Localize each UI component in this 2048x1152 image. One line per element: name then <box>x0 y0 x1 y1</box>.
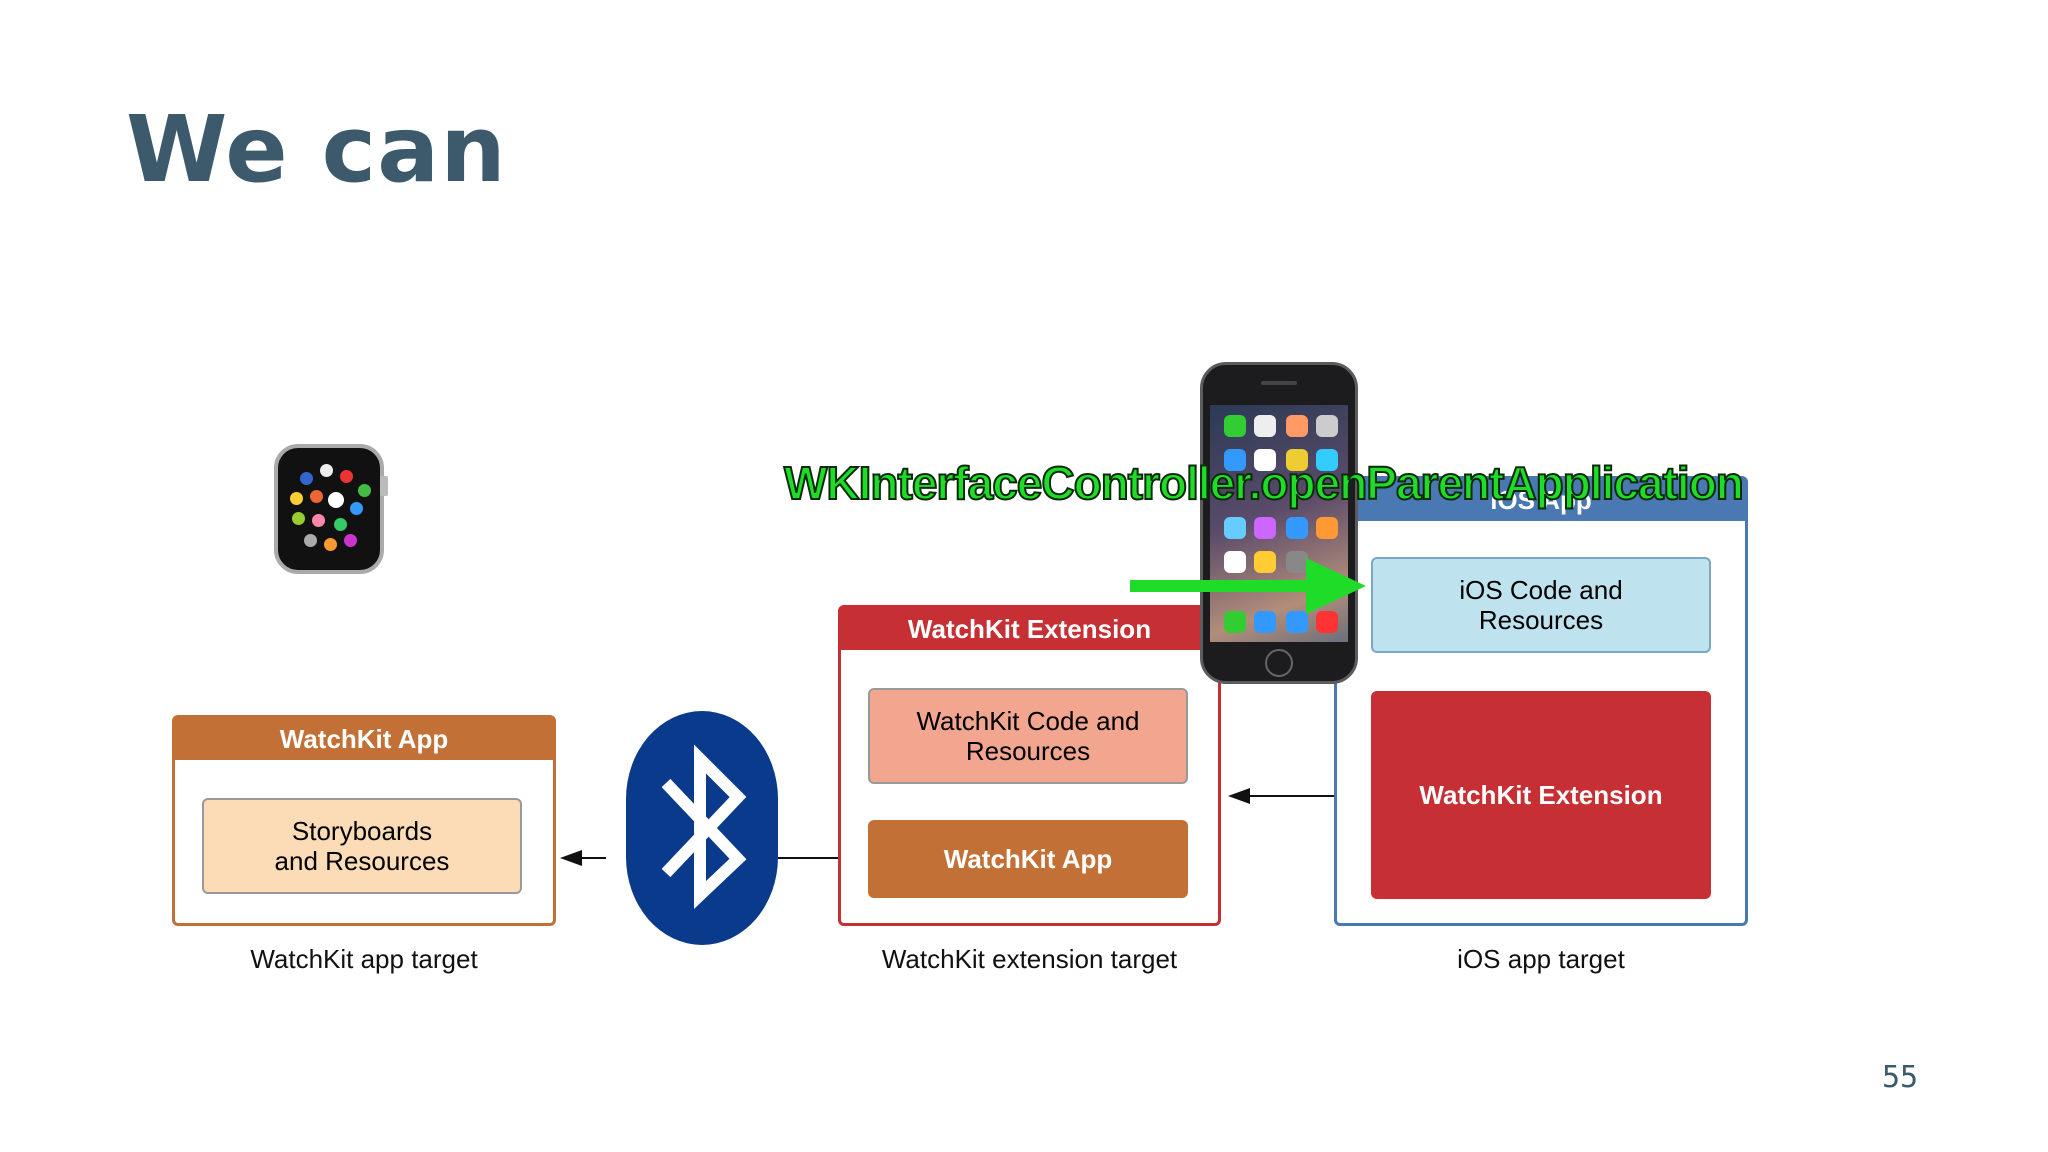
arrowhead-left-icon <box>560 850 582 866</box>
page-number: 55 <box>1882 1060 1919 1095</box>
arrow-to-watchkit-app <box>574 857 606 859</box>
watchkit-extension-target-box: WatchKit Extension WatchKit Code and Res… <box>838 605 1221 926</box>
iphone-icon <box>1200 362 1358 684</box>
ios-app-header: iOS App <box>1337 479 1745 521</box>
watchkit-extension-header: WatchKit Extension <box>841 608 1218 650</box>
ios-code-resources-box: iOS Code and Resources <box>1371 557 1711 653</box>
watchkit-app-inner-box: WatchKit App <box>868 820 1188 898</box>
apple-watch-icon <box>274 444 384 574</box>
ios-app-target-box: iOS App iOS Code and Resources WatchKit … <box>1334 476 1748 926</box>
ios-app-target-caption: iOS app target <box>1457 944 1625 974</box>
connector-line <box>778 857 868 859</box>
arrowhead-left-icon <box>1228 788 1250 804</box>
watchkit-app-target-caption: WatchKit app target <box>250 944 478 974</box>
slide-title: We can <box>126 96 507 203</box>
watchkit-code-resources-box: WatchKit Code and Resources <box>868 688 1188 784</box>
storyboards-resources-box: Storyboards and Resources <box>202 798 522 894</box>
watchkit-extension-target-caption: WatchKit extension target <box>881 944 1178 974</box>
watchkit-extension-inner-box: WatchKit Extension <box>1371 691 1711 899</box>
watch-crown <box>380 476 388 496</box>
watchkit-app-target-box: WatchKit App Storyboards and Resources <box>172 715 556 926</box>
watchkit-app-header: WatchKit App <box>175 718 553 760</box>
open-parent-application-label: WKInterfaceController.openParentApplicat… <box>783 456 1745 510</box>
green-arrow-icon <box>1130 558 1366 614</box>
bluetooth-icon <box>626 711 778 945</box>
arrow-to-watchkit-extension <box>1248 795 1370 797</box>
